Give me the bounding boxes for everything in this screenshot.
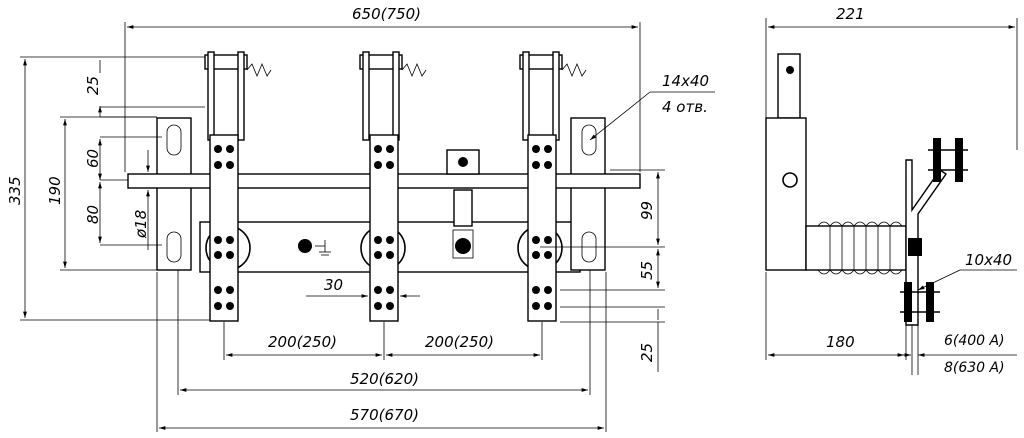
dim-190-label: 190 xyxy=(46,176,64,205)
front-view: 650(750) 335 190 25 60 xyxy=(6,5,715,432)
dim-pole-spacing: 200(250) 200(250) xyxy=(223,322,543,360)
dim-55-label: 55 xyxy=(638,261,656,280)
dim-overall-width-label: 650(750) xyxy=(352,5,421,23)
side-frame xyxy=(765,117,807,271)
dim-side-thickness-400: 6(400 A) xyxy=(944,333,1005,349)
dim-60: 60 xyxy=(84,136,162,180)
dim-25-bottom-label: 25 xyxy=(638,343,656,362)
side-insulator xyxy=(805,221,907,275)
dim-80-label: 80 xyxy=(84,205,102,224)
dim-side-180-label: 180 xyxy=(826,333,855,351)
dim-total-height-label: 335 xyxy=(6,176,24,205)
slot-note-count: 4 отв. xyxy=(662,98,708,116)
pole-1 xyxy=(204,51,272,322)
pole-3 xyxy=(519,51,587,322)
dim-190: 190 xyxy=(46,116,157,271)
side-top-tab xyxy=(777,53,801,119)
side-top-bolts xyxy=(928,138,968,182)
earth-terminal xyxy=(298,239,331,256)
dim-570: 570(670) xyxy=(156,272,607,432)
dim-520-label: 520(620) xyxy=(350,370,419,388)
dim-side-thickness-630: 8(630 A) xyxy=(944,360,1005,376)
pole-2 xyxy=(359,51,427,322)
dim-30: 30 xyxy=(306,276,420,298)
slot-note: 14x40 4 отв. xyxy=(589,72,715,141)
dim-60-label: 60 xyxy=(84,149,102,168)
dim-25-top-label: 25 xyxy=(84,76,102,95)
side-bottom-bolts xyxy=(900,238,940,322)
dim-pole-spacing-right-label: 200(250) xyxy=(425,333,494,351)
dim-side-depth-label: 221 xyxy=(836,5,865,23)
dim-shaft-diameter: ø18 xyxy=(132,150,150,250)
side-contact-blade xyxy=(905,159,947,326)
left-mounting-bracket xyxy=(156,117,192,271)
right-mounting-bracket xyxy=(570,117,606,271)
dim-shaft-diameter-label: ø18 xyxy=(132,210,150,239)
side-terminal-note-label: 10x40 xyxy=(965,251,1012,269)
dim-side-180: 180 xyxy=(765,272,907,360)
drive-lever xyxy=(446,149,480,259)
dim-25-top: 25 xyxy=(84,60,205,118)
dim-side-depth: 221 xyxy=(765,5,1018,150)
dim-570-label: 570(670) xyxy=(350,406,419,424)
dim-520: 520(620) xyxy=(177,270,591,395)
side-view: 221 180 10x40 6(400 A) 8(630 A) xyxy=(765,5,1018,376)
dim-pole-spacing-left-label: 200(250) xyxy=(268,333,337,351)
dim-overall-width: 650(750) xyxy=(124,5,641,172)
side-terminal-note: 10x40 xyxy=(917,251,1017,291)
dim-right-stack: 99 55 25 xyxy=(540,169,665,372)
dim-80: 80 xyxy=(84,179,162,246)
dim-side-thickness: 6(400 A) 8(630 A) xyxy=(900,325,1017,376)
dim-30-label: 30 xyxy=(324,276,343,294)
dim-99-label: 99 xyxy=(638,201,656,220)
slot-note-size: 14x40 xyxy=(662,72,709,90)
